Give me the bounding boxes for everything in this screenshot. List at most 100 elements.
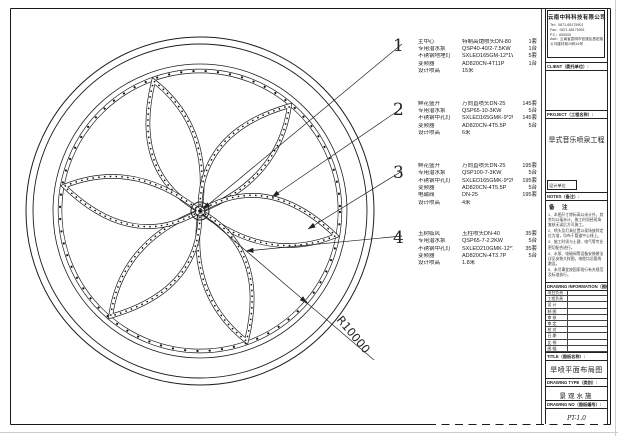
info-label: 审 定 — [546, 320, 568, 327]
notes-title: 备 注 — [549, 205, 571, 211]
spec-label: 专用潜水泵 — [418, 45, 446, 52]
info-value — [568, 340, 607, 345]
spec-row: 主中心 特制高炮喷头DN-80 1套 — [418, 39, 537, 46]
petal — [145, 77, 205, 214]
info-value — [568, 327, 607, 332]
spec-row: 设计喷高 1.8米 — [418, 260, 537, 267]
spec-row: 变频器 AD820CN-4T5.5P 5台 — [418, 185, 537, 192]
info-row: 工程负责 — [546, 296, 607, 303]
spec-qty: 35套 — [525, 245, 537, 252]
leader-lines — [202, 43, 403, 361]
radius-label: R10000 — [334, 313, 373, 356]
info-label: 日 期 — [546, 333, 568, 339]
drawing-info-table: 项目负责 工程负责 设 计 制 图 审 核 审 定 校 对 日 期 比 例 图 … — [546, 290, 607, 352]
company-contact: Tel：0871-65175901 Fax：0871-65175901 P.C：… — [548, 21, 604, 47]
spec-row: 鲜花盛开 万向直喷头DN-25 145套 — [418, 101, 537, 108]
note-item: 4、水泵、电磁阀等设备安装做法详见安装大样图，电缆均沿管线敷设。 — [548, 251, 604, 266]
spec-row: 变频器 AD820CN-4T11P 1台 — [418, 61, 537, 68]
spec-qty: 1台 — [528, 45, 537, 52]
spec-value: DN-25 — [462, 192, 478, 199]
petal — [197, 102, 293, 214]
spec-value: QSP40-40/2-7.5KW — [462, 45, 511, 52]
spec-qty: 5台 — [528, 185, 537, 192]
spec-qty: 5台 — [528, 122, 537, 129]
petal — [107, 208, 203, 320]
note-item: 5、未尽事宜按国家现行有关规范及标准执行。 — [548, 267, 604, 278]
title-section-header: TITLE（图纸名称）: — [546, 352, 607, 361]
spec-label: 设计喷高 — [418, 260, 441, 267]
info-row: 图 幅 — [546, 345, 607, 352]
spec-qty: 145套 — [522, 115, 537, 122]
spec-block-4: 玉树临风 玉柱喷头DN-40 35套 专用潜水泵 QSP65-7-2.2KW 5… — [418, 231, 537, 268]
spec-row: 专用潜水泵 QSP65-10-3KW 5台 — [418, 108, 537, 115]
spec-value: QSP65-10-3KW — [462, 107, 502, 114]
spec-qty: 195套 — [522, 177, 537, 184]
spec-label: 专用潜水泵 — [418, 170, 446, 177]
annotation-number-4: 4 — [393, 228, 404, 248]
spec-label: 变频器 — [418, 122, 435, 129]
note-item: 1、本图尺寸除标高以米计外，其余均以毫米计，施工时须经现场复核无误后方可施工。 — [548, 213, 604, 228]
type-section-header: DRAWING TYPE（类别）: — [546, 378, 607, 387]
info-label: 项目负责 — [546, 290, 568, 296]
spec-row: 不锈钢中孔灯 SXLED165GMK-9*2W 145套 — [418, 115, 537, 122]
info-row: 审 定 — [546, 320, 607, 328]
spec-row: 设计喷高 4米 — [418, 200, 537, 207]
info-row: 项目负责 — [546, 290, 607, 297]
spec-value: SXLED165GMK-9*2W — [462, 115, 513, 122]
notes-section-header: NOTES（备注）: — [546, 192, 607, 201]
spec-row: 鲜花盛开 万向直喷头DN-25 195套 — [418, 163, 537, 170]
company-fax: Fax：0871-65175901 — [550, 27, 585, 32]
spec-qty: 5台 — [528, 107, 537, 114]
design-unit-box: 设计单位 — [547, 180, 577, 190]
client-section-header: CLIENT（委托单位）: — [546, 62, 607, 71]
spec-qty: 35套 — [525, 231, 537, 237]
info-label: 图 幅 — [546, 345, 568, 351]
spec-value: SXLED210GMK-12*1W — [462, 245, 513, 252]
spec-row: 不锈钢地埋灯 SXLED165GM-12*1W 5套 — [418, 53, 537, 60]
annotation-number-1: 1 — [393, 36, 404, 56]
info-value — [568, 315, 607, 320]
spec-qty: 5台 — [528, 170, 537, 177]
info-value — [568, 321, 607, 326]
spec-value: AD820CN-4T3.7P — [462, 253, 507, 260]
spec-label: 电磁阀 — [418, 192, 435, 199]
title-block: 云南中科科技有限公司 Tel：0871-65175901 Fax：0871-65… — [545, 8, 608, 424]
info-row: 比 例 — [546, 339, 607, 346]
spec-value: AD820CN-4T5.5P — [462, 185, 507, 192]
info-label: 制 图 — [546, 308, 568, 314]
company-tel: Tel：0871-65175901 — [550, 23, 584, 27]
spec-row: 设计喷高 15米 — [418, 68, 537, 75]
spec-label: 玉树临风 — [418, 231, 441, 237]
info-value — [568, 290, 607, 295]
spec-row: 专用潜水泵 QSP40-40/2-7.5KW 1台 — [418, 46, 537, 53]
spec-value: 万向直喷头DN-25 — [462, 163, 506, 169]
spec-label: 鲜花盛开 — [418, 100, 441, 107]
spec-label: 专用潜水泵 — [418, 238, 446, 245]
spec-qty — [513, 200, 537, 207]
spec-label: 变频器 — [418, 185, 435, 192]
spec-qty — [513, 130, 537, 137]
spec-label: 设计喷高 — [418, 129, 441, 136]
spec-label: 不锈钢地埋灯 — [418, 53, 452, 60]
spec-qty: 145套 — [522, 100, 537, 107]
spec-qty: 5台 — [528, 238, 537, 245]
info-row: 制 图 — [546, 308, 607, 315]
info-value — [568, 333, 607, 338]
spec-row: 不锈钢中孔灯 SXLED165GMK-9*2W 195套 — [418, 178, 537, 185]
annotation-number-2: 2 — [393, 100, 404, 120]
spec-qty — [513, 260, 537, 267]
spec-value: 4米 — [462, 199, 471, 206]
info-value — [568, 346, 607, 351]
drawing-type: 景观水施 — [559, 393, 594, 400]
project-section-header: PROJECT（工程名称）: — [546, 110, 607, 119]
info-value — [568, 296, 607, 301]
spec-value: AD820CN-4T5.5P — [462, 122, 507, 129]
drawing-title: 旱喷平面布局图 — [550, 367, 603, 374]
info-value — [568, 302, 607, 307]
center-nozzle — [190, 201, 210, 221]
spec-value: AD820CN-4T11P — [462, 60, 505, 67]
company-name: 云南中科科技有限公司 — [548, 15, 606, 21]
petal — [198, 193, 340, 248]
spec-qty: 1套 — [528, 38, 537, 45]
